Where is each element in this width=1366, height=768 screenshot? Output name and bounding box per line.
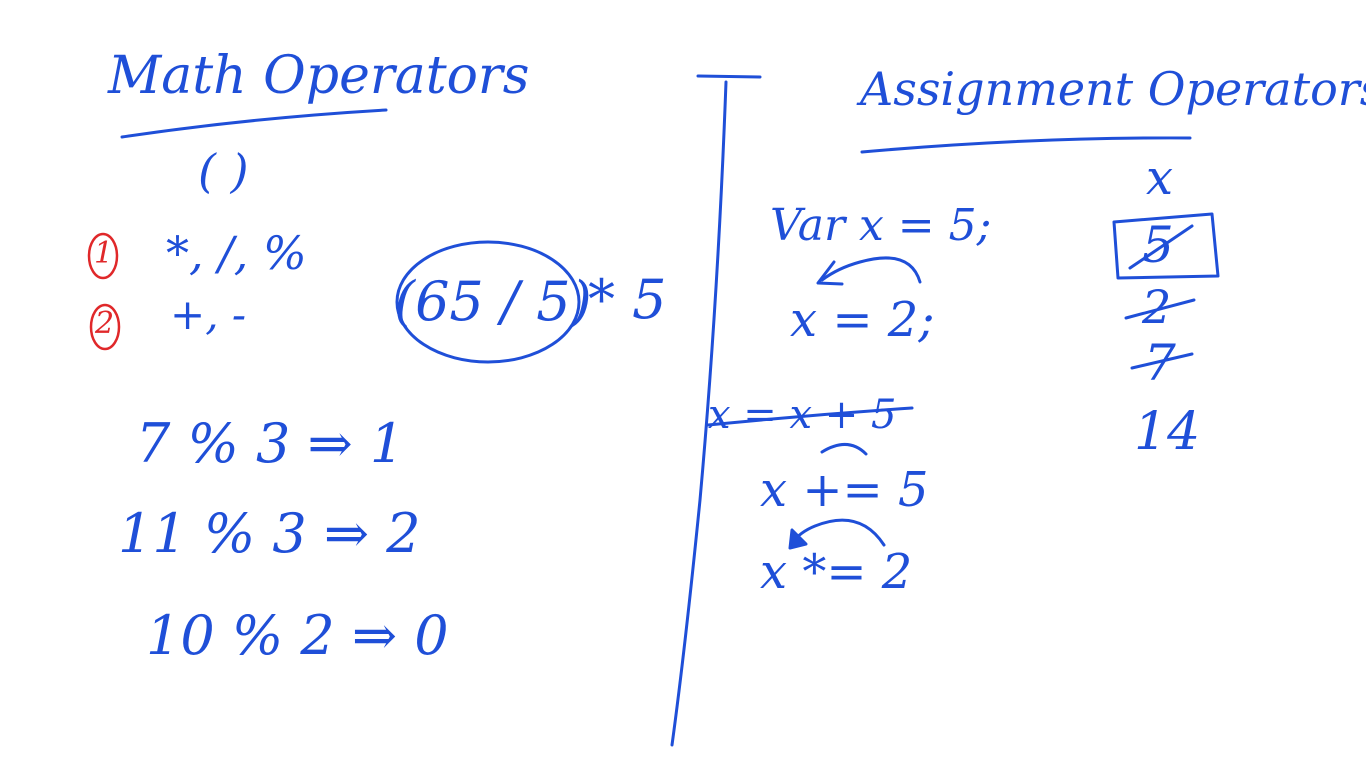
priority-2-number: 2	[95, 306, 115, 341]
assign-line-var: Var x = 5;	[770, 200, 992, 251]
strike-line	[706, 406, 914, 427]
assign-line-plus-equals: x += 5	[760, 462, 929, 518]
expression-circle	[395, 240, 581, 364]
assign-line-x-equals-x-plus-5: x = x + 5	[708, 392, 897, 438]
arrow-1	[820, 256, 922, 284]
priority-2-operators: +, -	[170, 290, 247, 339]
priority-1-number: 1	[94, 236, 114, 271]
math-title-underline	[120, 108, 388, 139]
modulo-example-3: 10 % 2 ⇒ 0	[146, 604, 449, 667]
variable-name: x	[1146, 150, 1174, 206]
strike-2	[1124, 298, 1196, 320]
strike-7	[1130, 352, 1194, 370]
modulo-example-2: 11 % 3 ⇒ 2	[118, 502, 421, 565]
priority-2-circle	[89, 303, 121, 351]
divider-line	[670, 80, 728, 747]
modulo-example-1: 7 % 3 ⇒ 1	[136, 412, 405, 475]
parentheses: ( )	[198, 144, 249, 198]
strike-5	[1128, 224, 1194, 270]
assign-line-times-equals: x *= 2	[760, 544, 913, 600]
variable-value-5: 5	[1142, 216, 1174, 274]
arrow-3	[790, 518, 886, 547]
value-box	[1112, 212, 1220, 280]
assign-line-x-equals-2: x = 2;	[790, 292, 935, 348]
variable-value-7: 7	[1144, 334, 1176, 392]
expression-circled: (65 / 5)	[394, 270, 592, 333]
arrow-3-head	[788, 528, 808, 550]
expression-rest: * 5	[588, 268, 667, 331]
variable-value-14: 14	[1134, 402, 1201, 462]
math-operators-title: Math Operators	[108, 46, 530, 106]
assignment-operators-title: Assignment Operators	[860, 62, 1366, 116]
priority-1-operators: *, /, %	[166, 226, 307, 280]
arrow-2	[820, 443, 868, 456]
assign-title-underline	[860, 136, 1192, 154]
priority-1-circle	[87, 232, 119, 280]
divider-cap	[696, 74, 762, 79]
arrow-1-head	[816, 260, 844, 286]
variable-value-2: 2	[1142, 280, 1172, 334]
